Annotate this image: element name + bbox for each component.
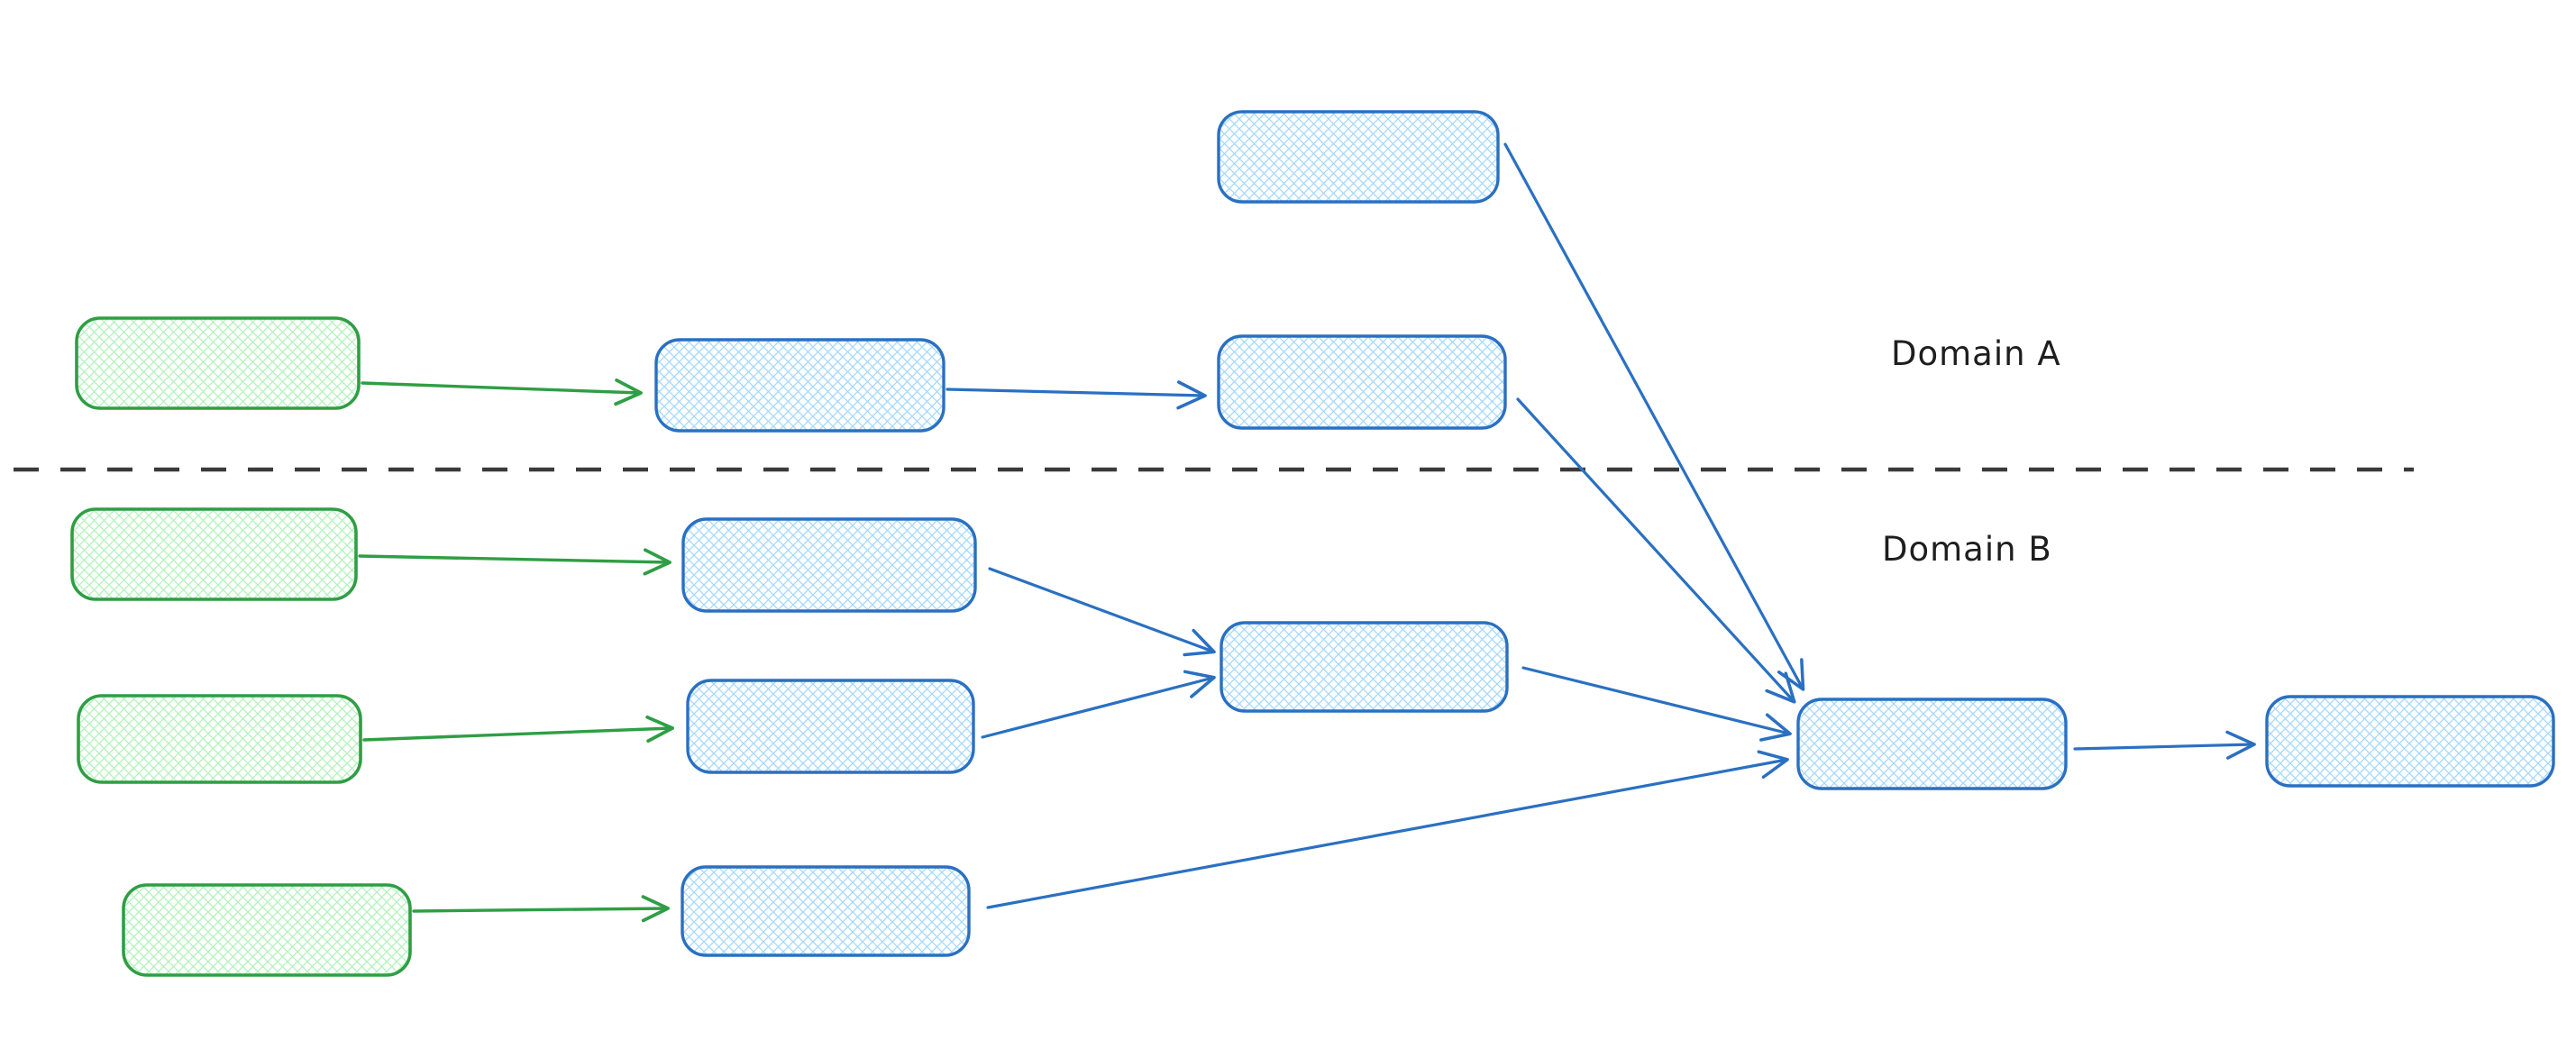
node-a-top-blue (1217, 110, 1500, 204)
edge-b-input-1-to-b-process-1 (358, 548, 671, 576)
node-b-input-1-green (70, 507, 358, 601)
node-b-process-2-blue (686, 679, 975, 774)
edge-a-process-1-to-a-process-2 (945, 380, 1207, 410)
domain-b-label: Domain B (1882, 530, 2052, 569)
domain-a-label: Domain A (1891, 334, 2061, 373)
edge-a-top-to-sink (1503, 142, 1805, 691)
edge-b-process-1-to-b-merge (988, 567, 1216, 657)
edge-b-merge-to-sink (1521, 666, 1792, 742)
node-output-blue (2265, 695, 2555, 788)
edge-a-input-to-a-process-1 (361, 378, 643, 406)
edge-b-input-3-to-b-process-3 (412, 895, 670, 923)
node-b-input-2-green (77, 694, 362, 784)
edge-b-process-3-to-sink (986, 750, 1789, 909)
node-b-process-1-blue (681, 517, 977, 613)
node-b-process-3-blue (681, 865, 971, 957)
node-b-merge-blue (1219, 621, 1509, 713)
edge-sink-to-output (2073, 730, 2256, 760)
node-a-process-1-blue (654, 338, 945, 433)
edge-b-process-2-to-b-merge (981, 670, 1216, 739)
edge-b-input-2-to-b-process-2 (362, 715, 674, 743)
node-a-input-green (75, 316, 361, 410)
node-sink-blue (1796, 698, 2068, 790)
node-a-process-2-blue (1217, 334, 1507, 430)
node-b-input-3-green (122, 883, 412, 977)
edge-a-process-2-to-sink (1516, 397, 1796, 704)
